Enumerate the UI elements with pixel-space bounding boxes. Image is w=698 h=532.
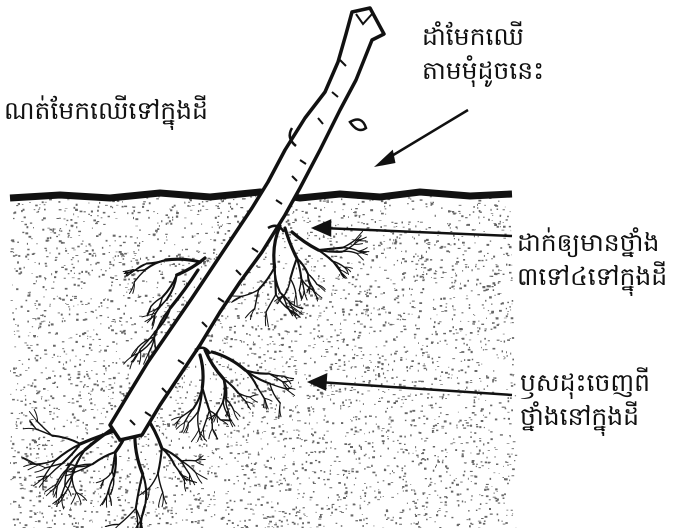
- root-strand: [202, 387, 209, 410]
- root-strand: [149, 473, 158, 488]
- root-strand: [141, 524, 145, 528]
- label-cut-branch-line-1: ដាំមែកឈើ: [422, 20, 544, 54]
- root-strand: [286, 389, 295, 396]
- root-strand: [198, 411, 199, 430]
- root-strand: [358, 248, 367, 252]
- root-strand: [35, 468, 46, 472]
- label-put-nodes: ដាក់ឲ្យមានថ្នាំង ៣ទៅ៤ទៅក្នុងដី: [517, 226, 667, 294]
- root-strand: [175, 465, 182, 475]
- label-roots-grow-line-1: ឫសដុះចេញពី: [520, 366, 650, 400]
- root-strand: [275, 267, 276, 294]
- root-strand: [299, 279, 301, 291]
- root-strand: [181, 460, 195, 461]
- root-strand: [294, 294, 296, 306]
- root-strand: [166, 259, 200, 262]
- root-strand: [285, 279, 291, 295]
- root-strand: [104, 471, 112, 479]
- root-strand: [158, 473, 163, 492]
- root-strand: [72, 476, 76, 493]
- root-strand: [292, 232, 318, 250]
- roots: [22, 226, 369, 528]
- root-strand: [290, 279, 296, 294]
- root-strand: [357, 253, 364, 260]
- label-plant-cutting-text: ណត់មែកឈើទៅក្នុងដី: [4, 94, 208, 128]
- stem-cutting: [110, 8, 384, 440]
- root-strand: [23, 428, 36, 429]
- label-roots-grow: ឫសដុះចេញពី ថ្នាំងនៅក្នុងដី: [520, 366, 650, 434]
- root-strand: [318, 248, 342, 250]
- root-strand: [250, 397, 257, 402]
- root-strand: [290, 258, 297, 279]
- root-strand: [209, 429, 213, 439]
- root-strand: [147, 260, 166, 264]
- root-strand: [266, 312, 268, 327]
- root-strand: [36, 429, 52, 435]
- root-strand: [134, 270, 145, 282]
- label-cut-branch-line-2: តាមមុំដូចនេះ: [422, 54, 544, 88]
- root-strand: [56, 486, 57, 498]
- root-strand: [257, 388, 264, 399]
- root-strand: [93, 452, 116, 464]
- root-strand: [38, 422, 52, 436]
- root-strand: [296, 294, 297, 306]
- root-strand: [43, 477, 44, 490]
- label-put-nodes-line-1: ដាក់ឲ្យមានថ្នាំង: [517, 226, 667, 260]
- root-strand: [143, 474, 147, 503]
- label-roots-grow-line-2: ថ្នាំងនៅក្នុងដី: [520, 400, 650, 434]
- root-strand: [159, 492, 163, 506]
- label-cut-branch: ដាំមែកឈើ តាមមុំដូចនេះ: [422, 20, 544, 88]
- root-strand: [200, 355, 203, 387]
- root-strand: [136, 474, 143, 508]
- label-put-nodes-line-2: ៣ទៅ៤ទៅក្នុងដី: [517, 260, 667, 294]
- root-strand: [342, 251, 357, 253]
- root-strand: [184, 408, 193, 422]
- arrow-roots-grow: [318, 382, 512, 395]
- root-strand: [106, 494, 107, 508]
- root-strand: [263, 398, 264, 407]
- root-strand: [305, 292, 308, 300]
- arrow-put-nodes: [322, 228, 512, 236]
- root-strand: [342, 240, 355, 248]
- arrow-cut-branch: [385, 110, 468, 160]
- root-strand: [259, 267, 275, 289]
- label-plant-cutting: ណត់មែកឈើទៅក្នុងដី: [4, 94, 208, 128]
- root-strand: [147, 488, 149, 499]
- root-strand: [33, 477, 44, 486]
- root-strand: [167, 275, 176, 299]
- root-strand: [255, 290, 259, 309]
- root-strand: [28, 464, 39, 469]
- root-strand: [250, 395, 258, 397]
- root-strand: [184, 478, 185, 491]
